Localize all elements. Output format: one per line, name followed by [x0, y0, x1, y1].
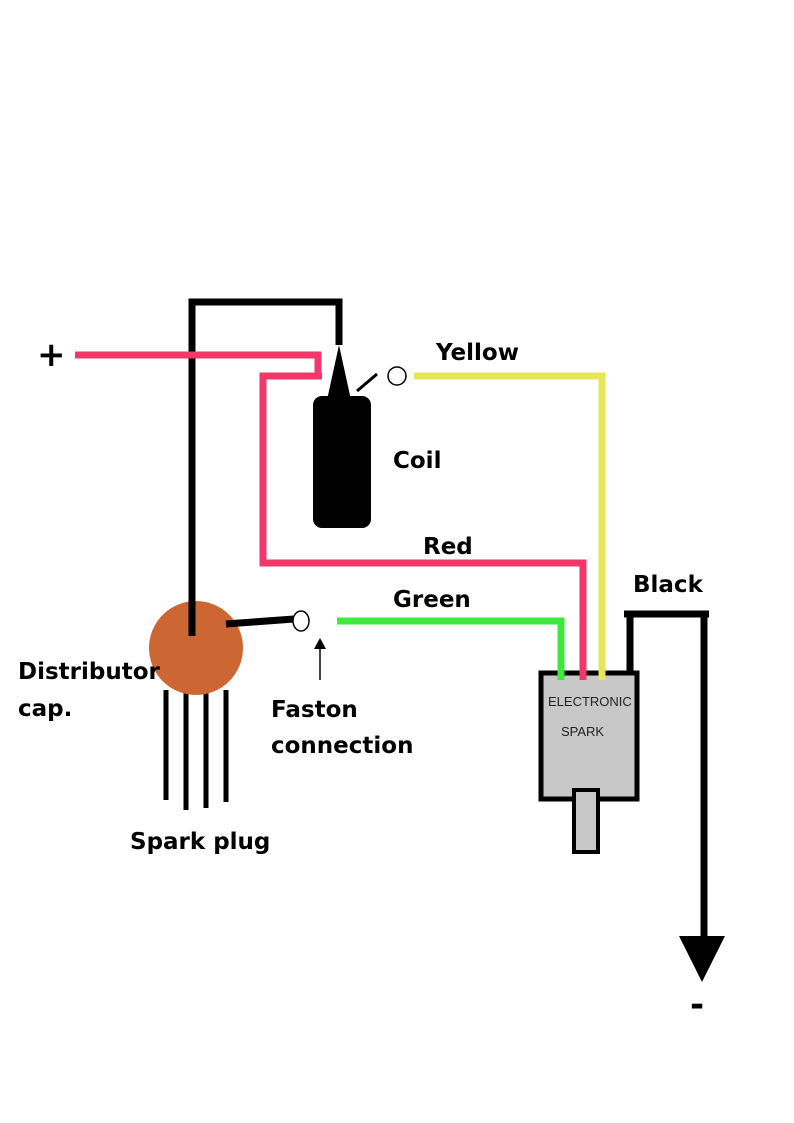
distributor-label-line2: cap. [18, 696, 72, 722]
spark-plug-leads [163, 690, 229, 810]
ground-arrow [679, 936, 725, 982]
minus-label: - [690, 985, 704, 1025]
yellow-wire [414, 372, 606, 680]
distributor-lead [225, 615, 295, 628]
coil-label: Coil [393, 448, 441, 474]
green-label: Green [393, 587, 471, 613]
plus-label: + [37, 335, 66, 375]
red-label: Red [423, 534, 473, 560]
black-label: Black [633, 572, 704, 598]
spark-plug-label: Spark plug [130, 829, 270, 855]
faston-label-line1: Faston [271, 697, 358, 723]
coil-contact-arm [356, 372, 378, 393]
black-ground-wire [626, 610, 708, 945]
module-label-line2: SPARK [561, 724, 604, 739]
black-ht-wire [188, 298, 343, 635]
faston-terminal [292, 610, 310, 632]
module-label-line1: ELECTRONIC [548, 694, 632, 709]
yellow-label: Yellow [435, 340, 519, 366]
distributor-cap [149, 601, 243, 695]
yellow-terminal [387, 366, 407, 386]
coil-body [313, 396, 371, 528]
coil-tower [327, 345, 351, 400]
faston-pointer-arrow [314, 638, 326, 680]
faston-label-line2: connection [271, 733, 413, 759]
red-wire-supply [75, 351, 322, 373]
module-connector [572, 788, 600, 854]
green-wire [337, 617, 565, 680]
distributor-label-line1: Distributor [18, 659, 161, 685]
red-wire-module [259, 372, 587, 680]
